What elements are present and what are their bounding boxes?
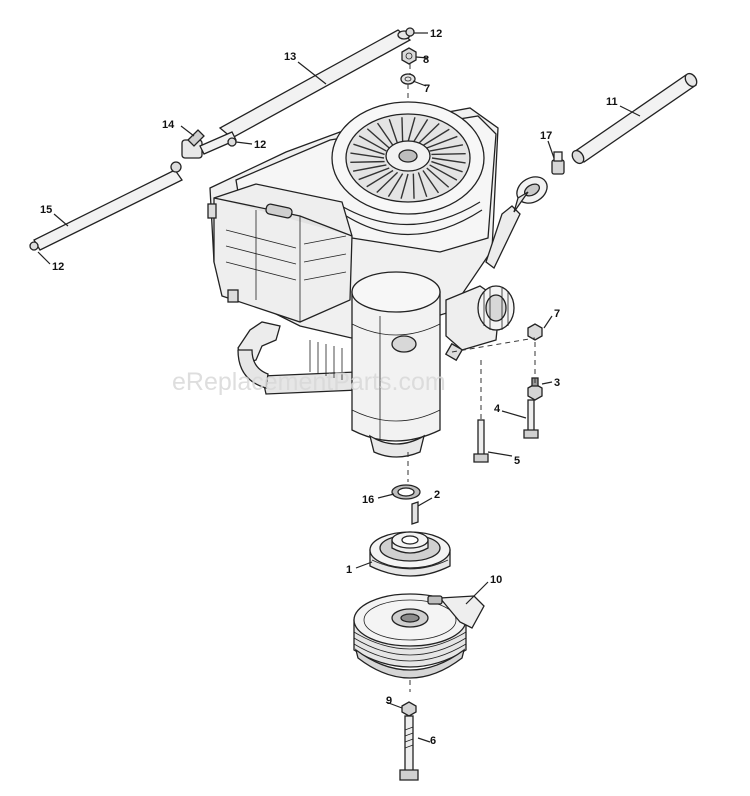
- label-6: 6: [430, 735, 436, 747]
- starter-fins: [350, 117, 466, 199]
- hose-11: [571, 72, 698, 165]
- watermark-text: eReplacementParts.com: [172, 368, 446, 396]
- bolt-5: [473, 419, 489, 463]
- label-3: 3: [554, 377, 560, 389]
- starter-fin: [400, 173, 409, 199]
- starter-fin: [376, 122, 394, 146]
- leader-lines: [37, 32, 641, 743]
- label-7-top: 7: [424, 83, 430, 95]
- label-16: 16: [362, 494, 374, 506]
- label-9: 9: [386, 695, 392, 707]
- starter-fin: [431, 157, 466, 164]
- fuel-line-15: [33, 161, 183, 251]
- clamp-12-mid: [227, 137, 237, 147]
- bolt-4: [523, 399, 539, 439]
- label-11: 11: [606, 96, 618, 108]
- washer-7-top: [400, 73, 416, 85]
- clutch-10: [353, 593, 485, 679]
- pulley-1: [369, 531, 451, 577]
- starter-fin: [422, 128, 450, 147]
- starter-fin: [417, 122, 440, 145]
- starter-fin: [426, 167, 450, 188]
- fitting-17: [551, 151, 565, 175]
- label-4: 4: [494, 403, 501, 415]
- starter-fin: [407, 117, 416, 143]
- starter-fin: [366, 128, 390, 149]
- engine-assembly: [207, 101, 548, 458]
- starter-fin: [417, 172, 428, 198]
- starter-fin: [358, 135, 387, 152]
- label-12-top: 12: [430, 28, 442, 40]
- label-12-left: 12: [52, 261, 64, 273]
- key-2: [411, 501, 419, 525]
- starter-fin: [412, 119, 429, 143]
- starter-fin: [350, 152, 385, 159]
- starter-fin: [366, 169, 394, 188]
- starter-fin: [426, 135, 458, 149]
- starter-fin: [401, 117, 404, 143]
- label-17: 17: [540, 130, 552, 142]
- starter-fin: [431, 160, 463, 173]
- starter-fin: [431, 153, 466, 156]
- label-10: 10: [490, 574, 502, 586]
- label-7-right: 7: [554, 308, 560, 320]
- label-8: 8: [423, 54, 429, 66]
- label-14: 14: [162, 119, 175, 131]
- label-1: 1: [346, 564, 352, 576]
- starter-fin: [350, 160, 385, 163]
- starter-fin: [358, 167, 390, 181]
- spacer-16: [391, 484, 421, 500]
- starter-fin: [429, 144, 464, 152]
- fuel-filter-14: [181, 129, 237, 159]
- starter-fin: [412, 173, 415, 199]
- part-number-labels: 12 8 7 13 14 12 15 12 11 17 7 3 4 5 16 2…: [40, 28, 618, 747]
- starter-fin: [352, 164, 387, 172]
- label-12-mid: 12: [254, 139, 266, 151]
- starter-fin: [388, 118, 399, 144]
- starter-fin: [429, 164, 458, 181]
- starter-fin: [422, 170, 440, 194]
- washer-7-right: [527, 323, 543, 341]
- label-13: 13: [284, 51, 296, 63]
- label-2: 2: [434, 489, 440, 501]
- washer-9: [401, 701, 417, 717]
- label-15: 15: [40, 204, 52, 216]
- starter-fin: [387, 173, 404, 197]
- label-5: 5: [514, 455, 520, 467]
- clamp-12-top: [405, 27, 415, 37]
- starter-fin: [353, 143, 385, 156]
- bolt-6: [399, 715, 419, 781]
- starter-fin: [376, 171, 399, 194]
- clamp-12-left: [29, 241, 39, 251]
- nut-8: [401, 47, 417, 65]
